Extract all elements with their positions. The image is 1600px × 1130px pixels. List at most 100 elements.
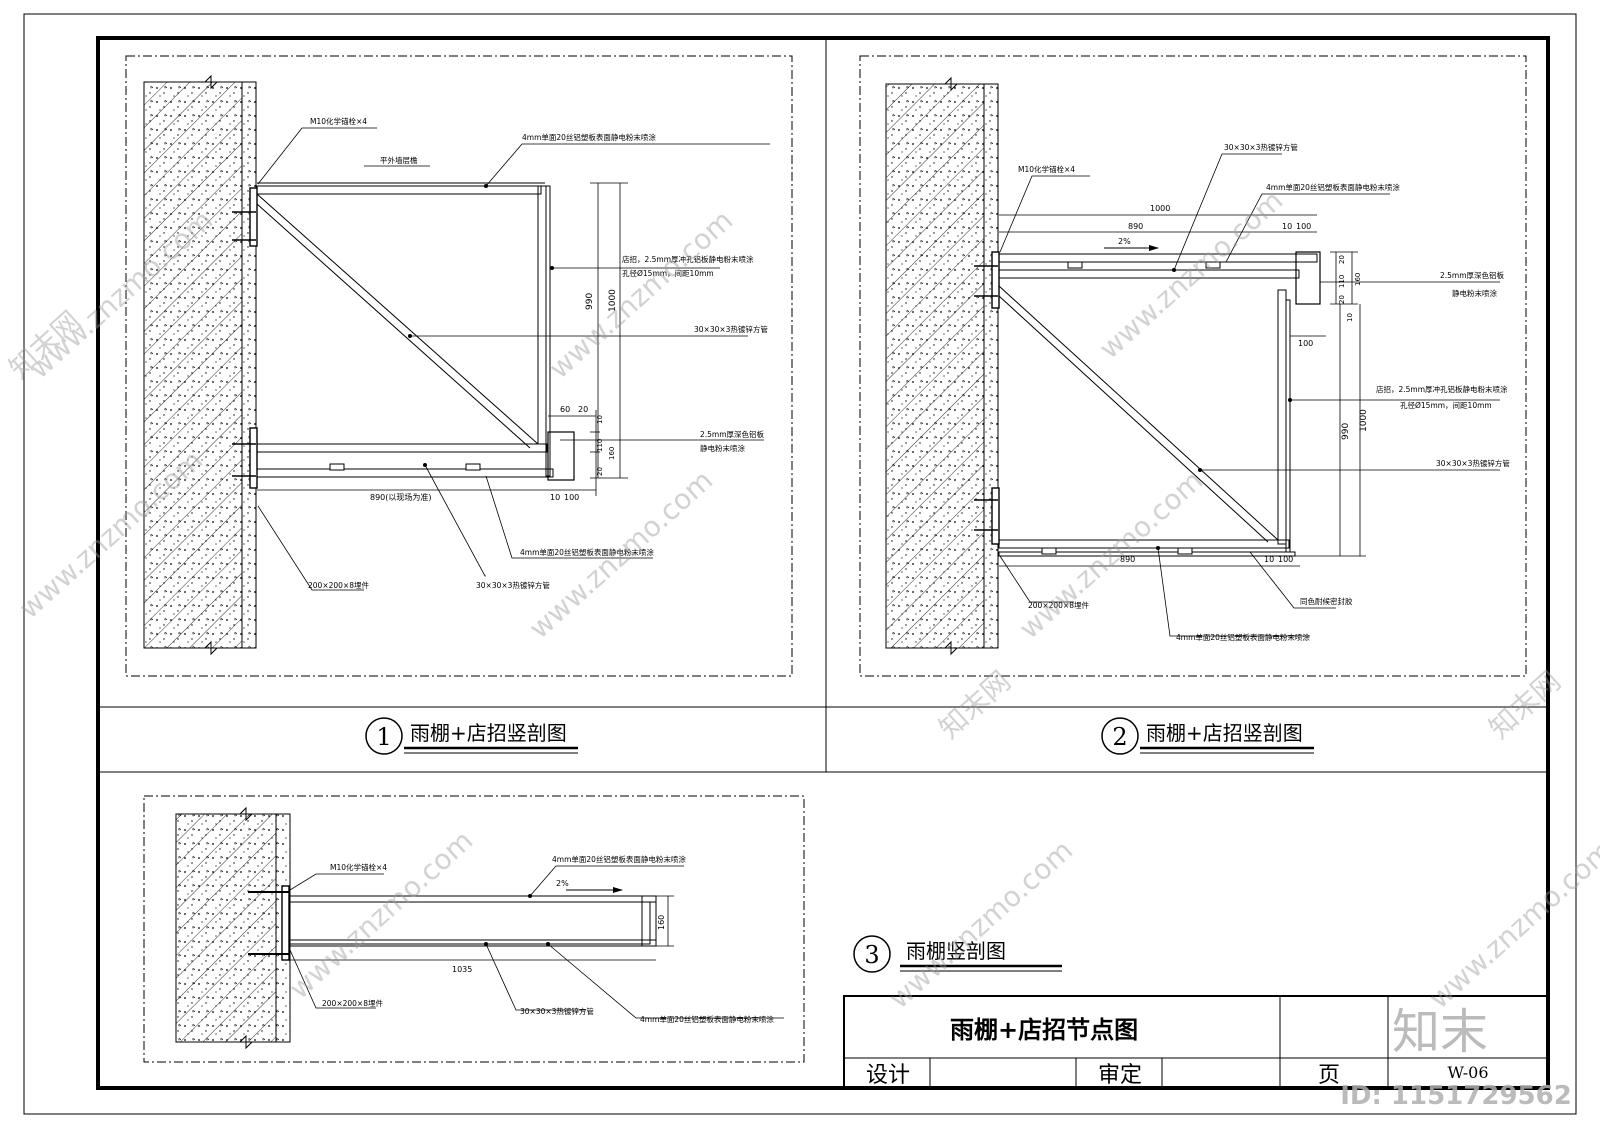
bottom-tube-2: [998, 539, 1290, 549]
canopy-body-3: [289, 901, 651, 945]
dim-h20-2: 20: [1338, 255, 1346, 264]
label-plate-2: 2.5mm厚深色铝板: [1440, 270, 1505, 280]
diagonal-brace-1: [256, 193, 539, 445]
drawing-number-2: 2: [1112, 723, 1127, 751]
wall-speck-1: [144, 82, 242, 648]
label-anchor-1: M10化学锚栓×4: [310, 116, 367, 126]
dim-1000-1: 1000: [608, 289, 618, 312]
embed-plate-bot-1: [249, 427, 258, 489]
label-hole-2: 孔径Ø15mm，间距10mm: [1400, 400, 1492, 410]
canopy-end-3: [641, 895, 657, 947]
sign-panel-2: [1285, 299, 1291, 553]
break-bottom-2: [944, 640, 958, 656]
title-block-review: 审定: [1098, 1063, 1142, 1088]
label-tube-bottom-1: 30×30×3热镀锌方管: [476, 580, 550, 590]
drawing-title-2: 雨棚+店招竖剖图: [1146, 721, 1303, 745]
slope-text-3: 2%: [556, 879, 569, 888]
anchor-bolts-2: [974, 265, 998, 531]
anchor-bolts-3: [248, 891, 290, 955]
label-embed-3: 200×200×8埋件: [322, 998, 383, 1008]
watermark-site-8: www.znzmo.com: [883, 834, 1080, 1016]
drawing-3: 2% 1035 160 M10化学锚栓×4 4mm单面20丝铝塑板表面静电粉末喷…: [143, 795, 1062, 1063]
drawing-2: 2% 1000 890 10 100 20 110 160 20 10 100 …: [859, 55, 1527, 755]
dim-h20b-2: 20: [1338, 295, 1346, 304]
drawing-number-circle-2: [1101, 717, 1139, 755]
wall-finish-2: [983, 83, 999, 649]
viewport-frame-3: [143, 795, 805, 1063]
viewport-frame-2: [859, 55, 1527, 677]
bracket-1a: [329, 463, 345, 471]
label-hole-1: 孔径Ø15mm，间距10mm: [622, 268, 714, 278]
drawing-title-3: 雨棚竖剖图: [906, 939, 1006, 963]
dim-h10-2: 10: [1346, 313, 1354, 322]
label-bottom-panel-1: 4mm单面20丝铝塑板表面静电粉末喷涂: [520, 547, 654, 557]
embed-plate-bot-2: [991, 487, 1000, 545]
title-block-page: 页: [1318, 1063, 1340, 1088]
wall-speck-3: [176, 814, 276, 1042]
leaders-1: [257, 127, 770, 591]
wall-finish-1: [241, 81, 257, 649]
top-tube-2: [998, 269, 1300, 279]
sign-post-2: [1277, 289, 1287, 545]
outer-border: [23, 13, 1577, 1115]
diagonal-brace-2: [998, 285, 1279, 541]
watermark-site-2: www.znzmo.com: [543, 204, 740, 386]
dim-b10-2: 10: [1264, 555, 1274, 564]
label-tube-diag-2: 30×30×3热镀锌方管: [1436, 458, 1510, 468]
embed-plate-top-2: [991, 251, 1000, 309]
leaders-3: [289, 865, 784, 1019]
label-tube-diag-1: 30×30×3热镀锌方管: [694, 324, 768, 334]
dim-w10-1: 10: [550, 493, 560, 502]
drawing-number-circle-1: [365, 717, 403, 755]
watermark-site-9: www.znzmo.com: [1423, 834, 1600, 1016]
watermark-site-7: www.znzmo.com: [283, 824, 480, 1006]
watermark-cn-3: 知末网: [1483, 664, 1568, 745]
top-tube-1: [256, 185, 542, 195]
drawing-number-circle-3: [853, 935, 891, 973]
label-plate2-1: 静电粉末喷涂: [700, 443, 745, 453]
dim-b100-2: 100: [1278, 555, 1293, 564]
dim-890-2: 890: [1128, 222, 1143, 231]
title-block-sheet-no: W-06: [1447, 1063, 1488, 1082]
dims-1: [257, 182, 628, 496]
label-anchor-3: M10化学锚栓×4: [330, 862, 387, 872]
leaders-2: [999, 153, 1500, 637]
dim-110-1: 110: [596, 439, 604, 452]
dim-h110-2: 110: [1338, 275, 1346, 288]
corner-profile-2: [1295, 251, 1321, 305]
dim-990-1: 990: [585, 293, 595, 310]
label-bottom-panel-3: 4mm单面20丝铝塑板表面静电粉末喷涂: [640, 1014, 774, 1024]
dim-b890-2: 890: [1120, 555, 1135, 564]
anchor-bolts-1: [232, 211, 256, 477]
label-anchor-2: M10化学锚栓×4: [1018, 164, 1075, 174]
top-panel-2: [998, 253, 1318, 263]
label-flush-1: 平外墙层檐: [380, 155, 418, 165]
label-sign-2: 店招，2.5mm厚冲孔铝板静电粉末喷涂: [1376, 384, 1508, 394]
dim-1035-3: 1035: [452, 965, 472, 974]
bottom-panel-2: [998, 551, 1296, 557]
dim-1000-2: 1000: [1150, 204, 1170, 213]
bracket-1b: [465, 463, 481, 471]
wall-speck-2: [886, 84, 984, 648]
bracket-2d: [1177, 547, 1193, 555]
bracket-2b: [1205, 261, 1221, 269]
dim-100-2: 100: [1296, 222, 1311, 231]
diagonal-brace-2b: [998, 295, 1269, 543]
slope-text-2: 2%: [1118, 237, 1131, 246]
diagonal-brace-1b: [256, 203, 531, 449]
break-bottom-1: [204, 640, 218, 656]
dim-60-1: 60: [560, 405, 570, 414]
viewport-frame-1: [125, 55, 793, 677]
bracket-2c: [1041, 547, 1057, 555]
brand-id-text: ID: 1151729562: [1340, 1081, 1572, 1111]
dim-20b-1: 20: [596, 467, 604, 476]
break-top-3: [239, 806, 253, 822]
dim-h160-2: 160: [1354, 273, 1362, 286]
break-bottom-3: [239, 1034, 253, 1050]
dim-h1000v-2: 1000: [1359, 409, 1369, 432]
dim-w100-1: 100: [564, 493, 579, 502]
embed-plate-3: [281, 885, 290, 961]
bottom-panel-1: [256, 468, 554, 478]
label-sign-1: 店招，2.5mm厚冲孔铝板静电粉末喷涂: [622, 254, 754, 264]
